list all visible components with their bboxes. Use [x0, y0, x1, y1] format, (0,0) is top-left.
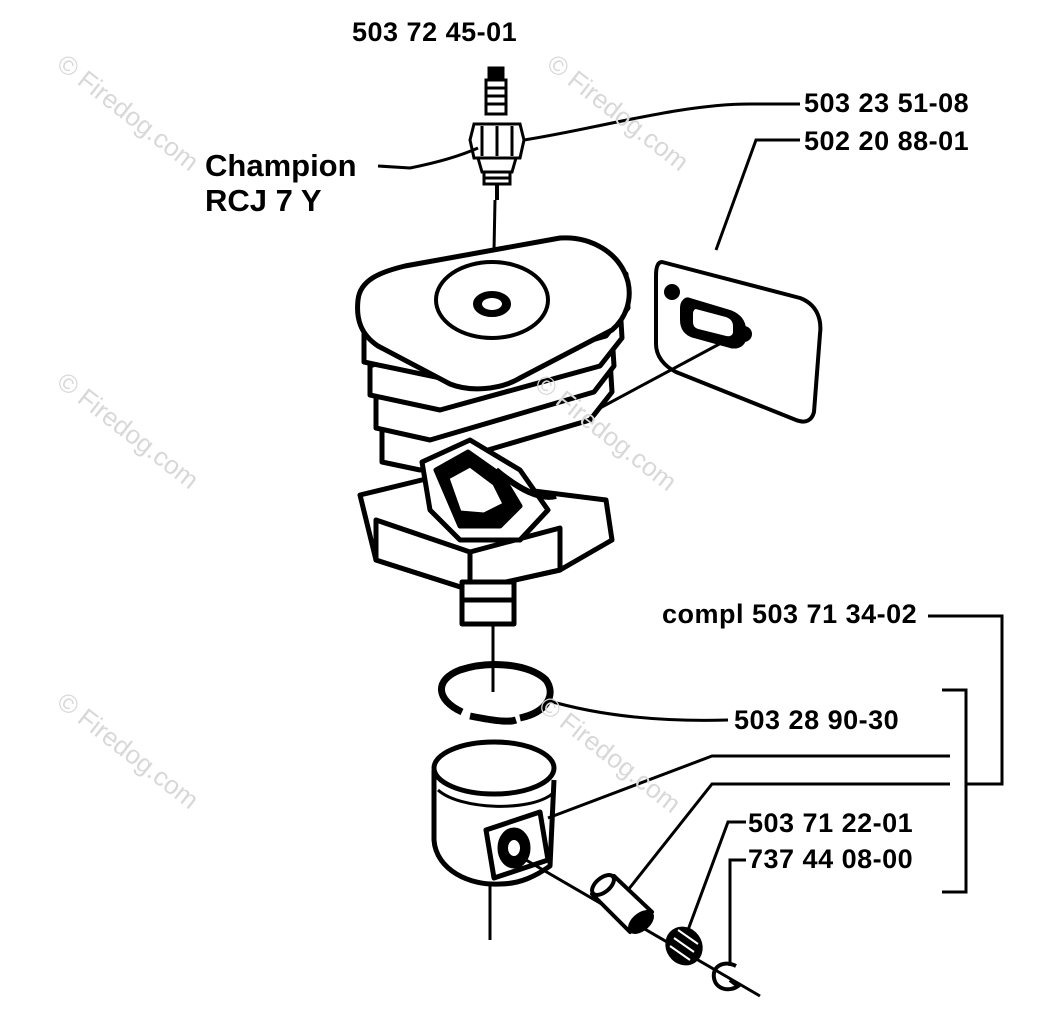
circlip — [711, 961, 742, 992]
wrist-pin — [590, 873, 654, 934]
bolt-part-number: 503 23 51-08 — [804, 88, 970, 118]
needle-bearing — [665, 926, 703, 966]
needle-bearing-part-number: 503 71 22-01 — [748, 808, 914, 838]
spark-plug — [468, 66, 526, 200]
leader-lines — [377, 102, 1004, 966]
piston-kit-part-number: compl 503 71 34-02 — [662, 599, 918, 629]
spark-plug-part-number: 503 72 45-01 — [352, 17, 518, 47]
cylinder — [355, 235, 632, 627]
piston-ring-part-number: 503 28 90-30 — [734, 705, 900, 735]
exhaust-gasket — [654, 260, 823, 424]
spark-plug-model-label: RCJ 7 Y — [205, 183, 322, 218]
gasket-part-number: 502 20 88-01 — [804, 126, 970, 156]
piston — [431, 739, 557, 887]
circlip-part-number: 737 44 08-00 — [748, 844, 914, 874]
spark-plug-brand-label: Champion — [205, 148, 357, 183]
